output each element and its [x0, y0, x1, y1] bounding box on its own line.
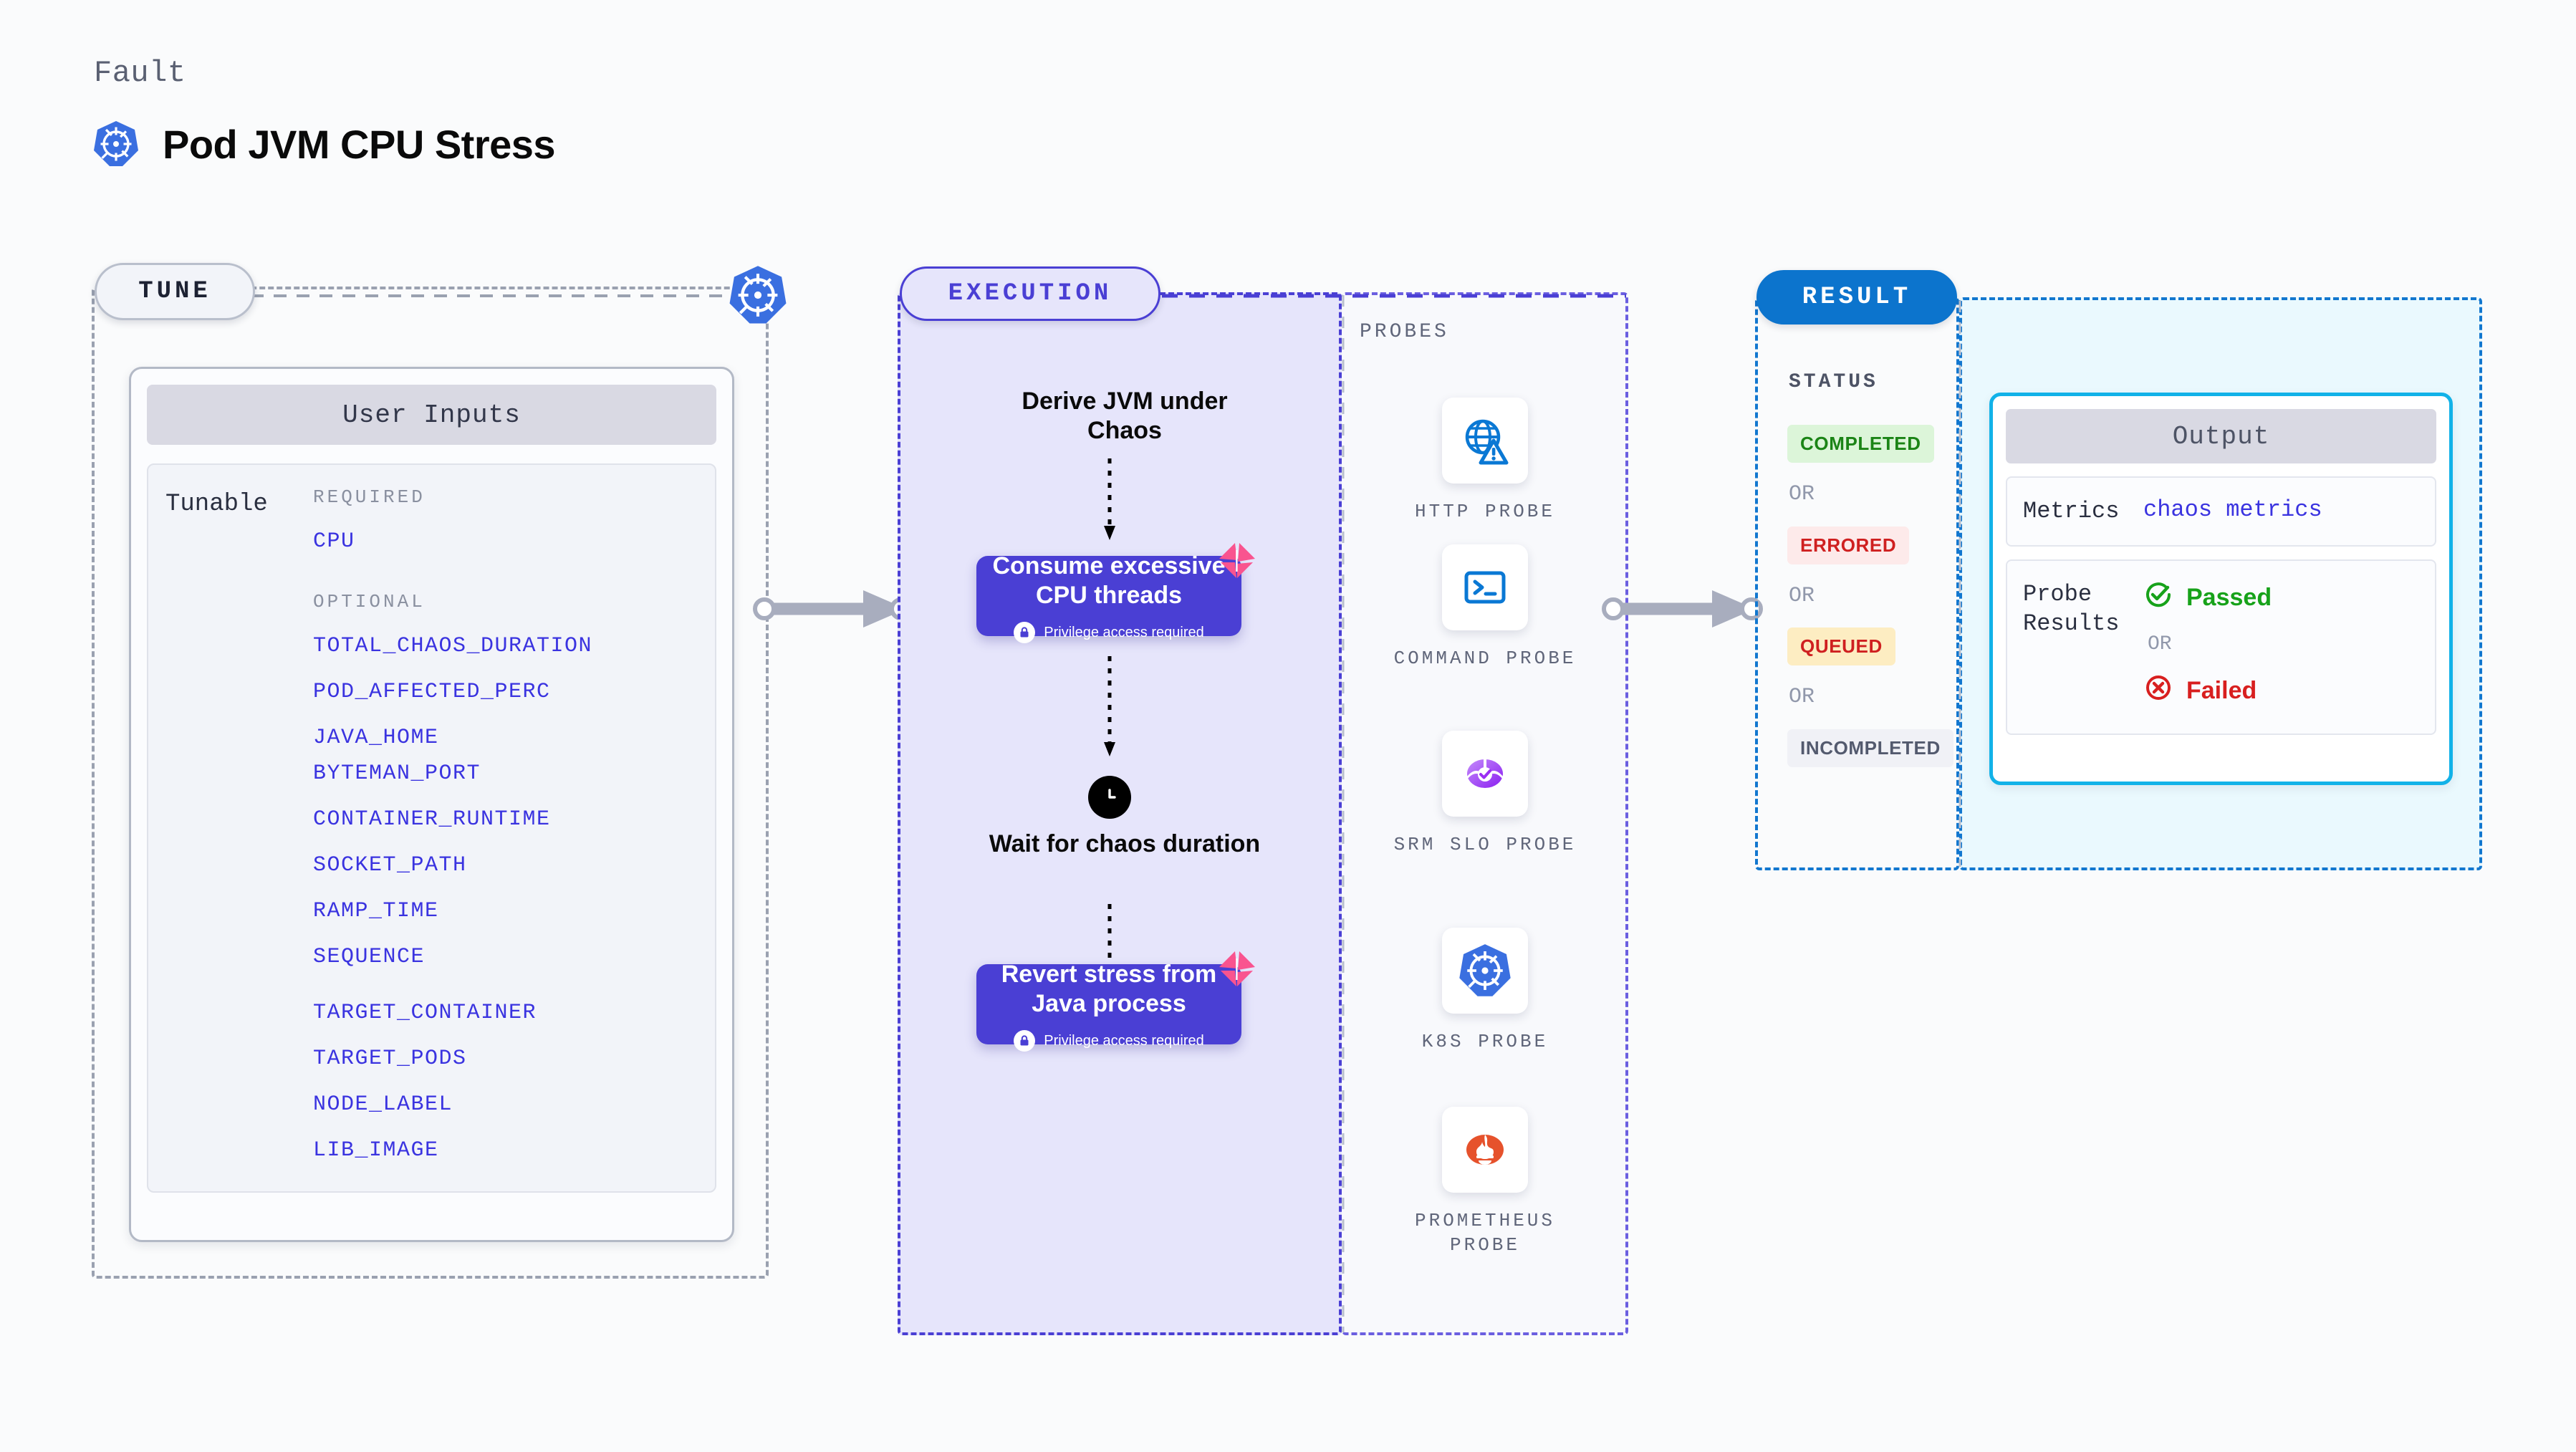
execution-step-revert-note: Privilege access required [1014, 1030, 1204, 1052]
param-ramp-time[interactable]: RAMP_TIME [313, 899, 439, 923]
output-row-metrics-key: Metrics [2023, 498, 2120, 524]
output-row-probe-results: Probe Results Passed OR [2006, 559, 2436, 735]
probe-result-or-label: OR [2148, 633, 2172, 655]
param-cpu[interactable]: CPU [313, 529, 355, 554]
probe-result-passed-label: Passed [2186, 583, 2272, 611]
execution-step-consume-card[interactable]: Consume excessive CPU threads Privilege … [976, 543, 1255, 644]
probe-http[interactable]: HTTP PROBE [1392, 398, 1578, 524]
execution-step-derive-label: Derive JVM under Chaos [1022, 388, 1228, 445]
status-badge-completed: COMPLETED [1787, 425, 1934, 463]
output-row-metrics: Metrics chaos metrics [2006, 476, 2436, 547]
globe-warning-icon [1442, 398, 1528, 484]
tune-dashed-connector [251, 292, 766, 299]
param-sequence[interactable]: SEQUENCE [313, 945, 426, 969]
optional-label: OPTIONAL [313, 591, 426, 612]
probe-http-label: HTTP PROBE [1414, 501, 1556, 522]
param-byteman-port[interactable]: BYTEMAN_PORT [313, 761, 481, 786]
probe-srm-slo[interactable]: SRM SLO PROBE [1392, 731, 1578, 857]
probe-result-failed-label: Failed [2186, 676, 2257, 704]
probes-divider [1341, 295, 1345, 1334]
param-target-pods[interactable]: TARGET_PODS [313, 1047, 467, 1071]
user-inputs-header: User Inputs [147, 385, 716, 445]
tune-pill: TUNE [95, 263, 255, 320]
output-header: Output [2006, 409, 2436, 463]
execution-step-revert-note-text: Privilege access required [1044, 1032, 1204, 1049]
probe-prometheus[interactable]: PROMETHEUS PROBE [1392, 1107, 1578, 1258]
page-title-row: Pod JVM CPU Stress [94, 120, 556, 168]
tunable-label: Tunable [165, 491, 268, 518]
tune-to-execution-arrow [753, 580, 913, 638]
param-column: REQUIRED CPU OPTIONAL TOTAL_CHAOS_DURATI… [313, 486, 715, 1163]
param-pod-affected-perc[interactable]: POD_AFFECTED_PERC [313, 680, 551, 704]
execution-pill-label: EXECUTION [948, 280, 1112, 307]
execution-dashed-connector [1162, 292, 1628, 299]
output-card: Output Metrics chaos metrics Probe Resul… [1989, 393, 2453, 785]
terminal-icon [1442, 544, 1528, 630]
execution-step-consume-note-text: Privilege access required [1044, 624, 1204, 640]
litmus-icon [1216, 540, 1257, 582]
status-title: STATUS [1789, 371, 1878, 393]
probe-k8s[interactable]: K8S PROBE [1392, 928, 1578, 1054]
lock-icon [1014, 622, 1036, 644]
tune-region [92, 287, 769, 1279]
lock-icon [1014, 1030, 1036, 1052]
execution-arrow-2 [1101, 656, 1118, 758]
kubernetes-icon [1442, 928, 1528, 1014]
param-target-container[interactable]: TARGET_CONTAINER [313, 1001, 537, 1025]
user-inputs-card: User Inputs Tunable REQUIRED CPU OPTIONA… [129, 367, 734, 1242]
execution-pill: EXECUTION [900, 266, 1160, 321]
probe-result-failed: Failed [2143, 673, 2419, 709]
status-badge-queued: QUEUED [1787, 628, 1895, 665]
status-badge-incompleted: INCOMPLETED [1787, 729, 1953, 767]
litmus-icon [1216, 948, 1257, 990]
kubernetes-icon [94, 120, 138, 168]
probe-srm-slo-label: SRM SLO PROBE [1393, 834, 1577, 855]
probe-prometheus-label: PROMETHEUS PROBE [1414, 1210, 1556, 1256]
or-label-3: OR [1789, 685, 1815, 709]
or-label-2: OR [1789, 584, 1815, 608]
result-pill: RESULT [1756, 270, 1957, 324]
page-title: Pod JVM CPU Stress [163, 121, 556, 167]
execution-to-result-arrow [1602, 580, 1763, 638]
status-badge-errored: ERRORED [1787, 527, 1910, 564]
tune-node-kubernetes-icon [729, 265, 787, 325]
param-lib-image[interactable]: LIB_IMAGE [313, 1138, 439, 1163]
prometheus-icon [1442, 1107, 1528, 1193]
probe-result-passed: Passed [2143, 580, 2419, 616]
tune-pill-label: TUNE [138, 278, 211, 305]
result-pill-label: RESULT [1802, 284, 1912, 311]
clock-icon [1088, 776, 1131, 819]
user-inputs-body: Tunable REQUIRED CPU OPTIONAL TOTAL_CHAO… [147, 463, 716, 1193]
param-java-home[interactable]: JAVA_HOME [313, 726, 439, 750]
execution-step-consume-title: Consume excessive CPU threads [992, 552, 1226, 609]
param-socket-path[interactable]: SOCKET_PATH [313, 853, 467, 878]
execution-step-consume-note: Privilege access required [1014, 622, 1204, 644]
or-label-1: OR [1789, 482, 1815, 506]
param-total-chaos-duration[interactable]: TOTAL_CHAOS_DURATION [313, 634, 593, 658]
probe-command-label: COMMAND PROBE [1393, 648, 1577, 669]
execution-arrow-1 [1101, 458, 1118, 542]
execution-step-wait-label: Wait for chaos duration [989, 830, 1261, 857]
execution-step-revert-card[interactable]: Revert stress from Java process Privileg… [976, 951, 1255, 1052]
param-container-runtime[interactable]: CONTAINER_RUNTIME [313, 807, 551, 832]
required-label: REQUIRED [313, 486, 426, 508]
execution-step-revert-title: Revert stress from Java process [1001, 960, 1217, 1017]
probes-title: PROBES [1360, 321, 1449, 343]
probe-k8s-label: K8S PROBE [1421, 1031, 1549, 1052]
output-row-metrics-value[interactable]: chaos metrics [2143, 496, 2322, 523]
output-row-probe-results-key: Probe Results [2023, 580, 2120, 638]
probe-command[interactable]: COMMAND PROBE [1392, 544, 1578, 670]
param-node-label[interactable]: NODE_LABEL [313, 1092, 453, 1117]
srm-slo-icon [1442, 731, 1528, 817]
check-circle-icon [2143, 580, 2173, 616]
page-eyebrow: Fault [94, 56, 186, 90]
x-circle-icon [2143, 673, 2173, 709]
result-output-divider [1958, 301, 1962, 868]
